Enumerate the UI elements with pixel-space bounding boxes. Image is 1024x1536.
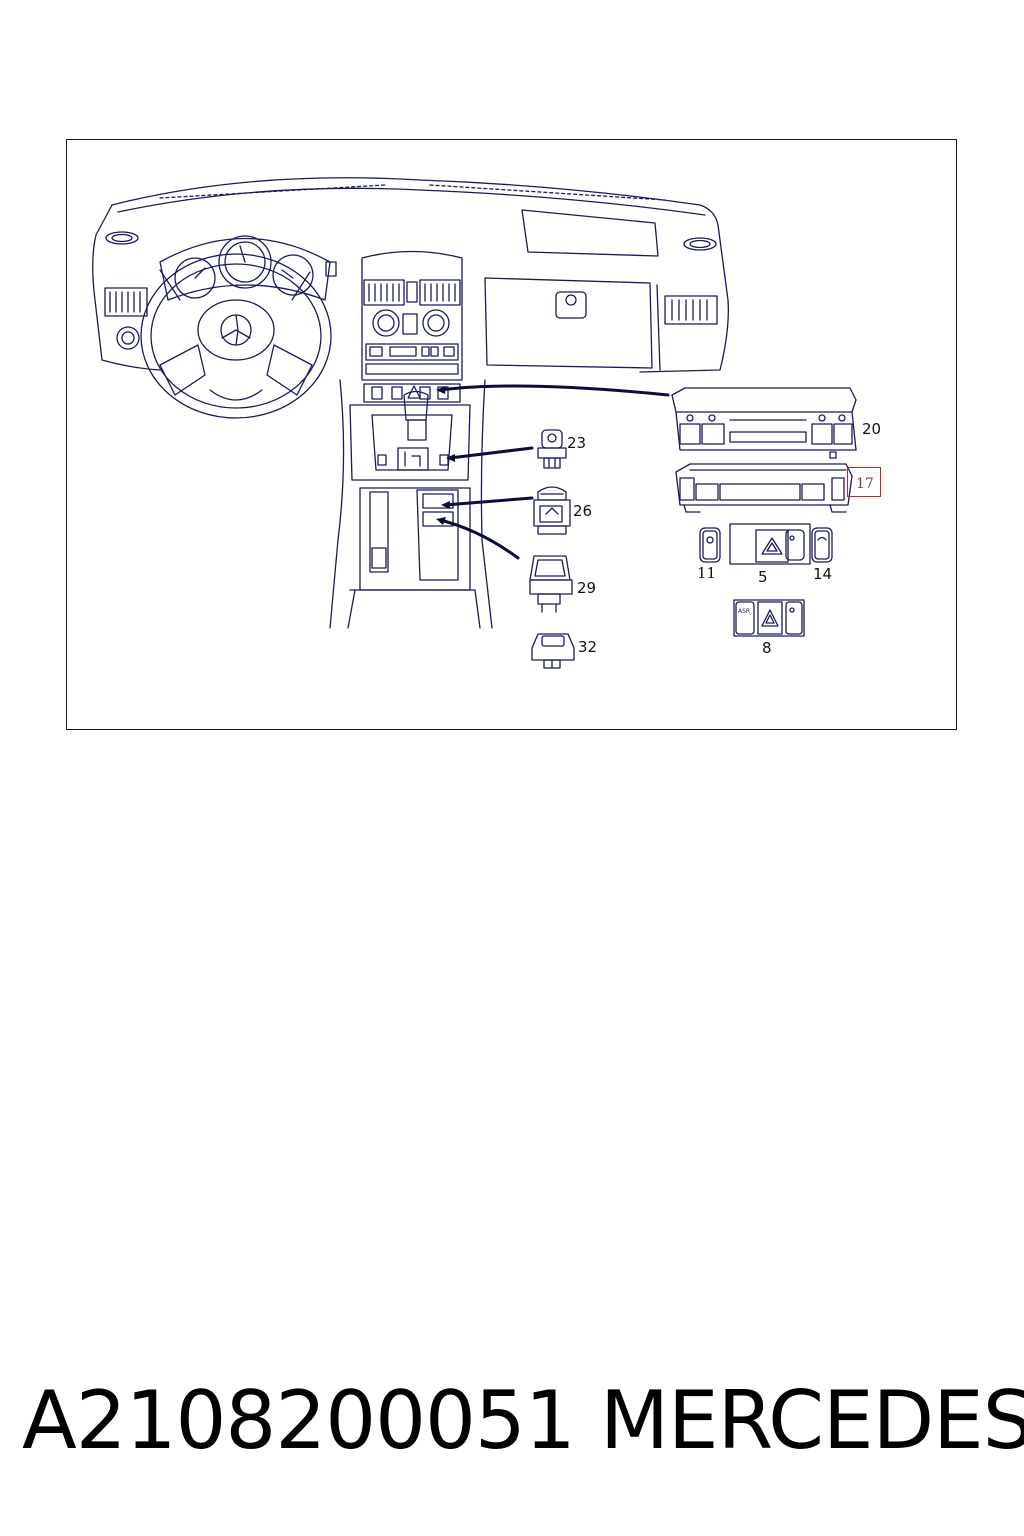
footer-caption: A2108200051 MERCEDES	[0, 1374, 1024, 1467]
dashboard-outline	[92, 177, 729, 373]
part-11-switch	[699, 527, 721, 563]
callout-26: 26	[573, 502, 593, 520]
dash-top-vents	[105, 231, 717, 251]
part-14-switch	[811, 527, 833, 563]
brand-name: MERCEDES	[600, 1374, 1024, 1467]
callout-20: 20	[862, 420, 882, 438]
gear-shifter	[349, 390, 471, 481]
dashboard-exploded-diagram: ASR	[92, 177, 857, 669]
part-number: A2108200051	[22, 1374, 576, 1467]
diagram-frame	[66, 139, 957, 730]
callout-11: 11	[697, 564, 717, 582]
leader-lines	[438, 384, 670, 560]
part-20-switch-panel	[671, 387, 857, 459]
center-console	[361, 250, 463, 403]
part-8-asr-hazard-switch	[733, 599, 805, 637]
part-29-switch	[529, 555, 573, 613]
callout-17-highlight[interactable]: 17	[847, 467, 881, 497]
part-17-switch-panel	[675, 463, 853, 513]
left-vent	[104, 287, 148, 350]
callout-14: 14	[813, 565, 833, 583]
part-23-switch	[537, 429, 567, 469]
steering-wheel	[140, 253, 332, 419]
callout-23: 23	[567, 434, 587, 452]
right-vent	[656, 284, 718, 371]
instrument-cluster	[159, 235, 337, 301]
asr-button-label: ASR	[738, 608, 750, 615]
part-26-switch	[533, 486, 571, 535]
callout-8: 8	[762, 639, 772, 657]
callout-5: 5	[758, 568, 768, 586]
callout-29: 29	[577, 579, 597, 597]
callout-32: 32	[578, 638, 598, 656]
part-32-switch	[531, 633, 575, 669]
arrow-heads	[436, 386, 455, 525]
callout-17: 17	[856, 476, 874, 492]
lower-console	[329, 379, 493, 629]
dash-display	[521, 209, 659, 257]
glove-box	[484, 277, 653, 369]
part-5-hazard-switch	[729, 523, 811, 565]
